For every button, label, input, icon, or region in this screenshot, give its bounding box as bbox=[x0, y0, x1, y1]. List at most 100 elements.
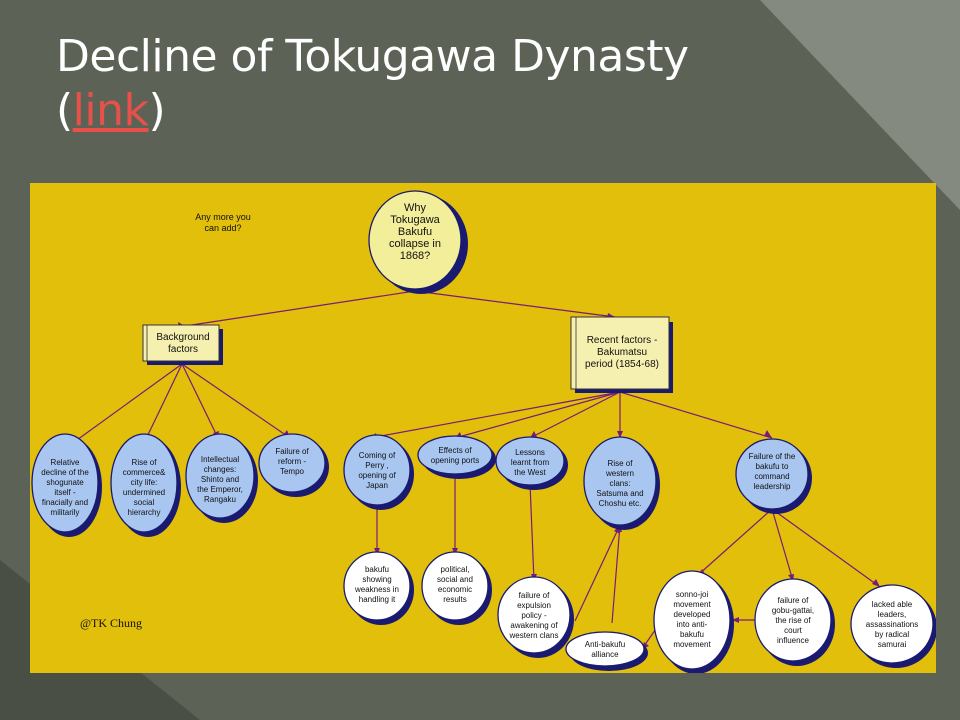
node-line: command bbox=[754, 472, 789, 481]
node-line: handling it bbox=[359, 595, 396, 604]
node-line: western clans bbox=[509, 631, 559, 640]
node-line: Failure of bbox=[275, 447, 309, 456]
title-link[interactable]: link bbox=[72, 85, 149, 136]
node-line: learnt from bbox=[511, 458, 550, 467]
edge-background-intellectual bbox=[181, 363, 219, 439]
edge-failure-leaders bbox=[771, 508, 881, 588]
box-line: factors bbox=[168, 344, 198, 355]
edge-background-relative bbox=[69, 363, 183, 446]
node-line: developed bbox=[674, 610, 711, 619]
title-line-1: Decline of Tokugawa Dynasty bbox=[56, 31, 689, 82]
corner-decoration bbox=[760, 0, 960, 210]
node-line: the West bbox=[514, 468, 546, 477]
edge-alliance-western bbox=[611, 524, 621, 624]
node-line: Shinto and bbox=[201, 475, 239, 484]
node-line: into anti- bbox=[677, 620, 708, 629]
box-line: Bakumatsu bbox=[597, 347, 647, 358]
node-line: city life: bbox=[131, 478, 158, 487]
node-line: Failure of the bbox=[749, 452, 796, 461]
node-line: weakness in bbox=[354, 585, 399, 594]
edge-recent-ports bbox=[454, 391, 621, 439]
edge-recent-perry bbox=[369, 391, 621, 439]
node-line: the Emperor, bbox=[197, 485, 243, 494]
node-line: Tempo bbox=[280, 467, 305, 476]
slide-title: Decline of Tokugawa Dynasty (link) bbox=[56, 30, 689, 138]
node-line: bakufu bbox=[680, 630, 704, 639]
arrowhead bbox=[617, 431, 623, 438]
node-line: opening of bbox=[358, 471, 396, 480]
node-line: hierarchy bbox=[128, 508, 161, 517]
edge-recent-failure bbox=[619, 391, 773, 439]
node-line: social and bbox=[437, 575, 473, 584]
node-line: Rangaku bbox=[204, 495, 236, 504]
node-line: reform - bbox=[278, 457, 306, 466]
box-line: period (1854-68) bbox=[585, 359, 659, 370]
node-line: clans: bbox=[610, 479, 631, 488]
node-line: results bbox=[443, 595, 467, 604]
root-line: Bakufu bbox=[398, 226, 432, 238]
node-line: decline of the bbox=[41, 468, 89, 477]
node-line: Effects of bbox=[438, 446, 472, 455]
node-line: economic bbox=[438, 585, 472, 594]
note-line: can add? bbox=[204, 223, 241, 233]
node-line: samurai bbox=[878, 640, 907, 649]
node-line: Intellectual bbox=[201, 455, 239, 464]
node-line: influence bbox=[777, 636, 810, 645]
node-line: court bbox=[784, 626, 803, 635]
node-line: Choshu etc. bbox=[599, 499, 642, 508]
node-line: commerce& bbox=[123, 468, 166, 477]
node-line: Relative bbox=[51, 458, 80, 467]
node-line: Satsuma and bbox=[596, 489, 643, 498]
node-line: policy - bbox=[521, 611, 547, 620]
node-line: movement bbox=[673, 640, 711, 649]
edge-root-recent bbox=[414, 290, 616, 318]
box-line: Recent factors - bbox=[587, 335, 658, 346]
connectors bbox=[69, 290, 881, 650]
node-line: lacked able bbox=[872, 600, 913, 609]
node-line: assassinations bbox=[866, 620, 918, 629]
node-line: itself - bbox=[54, 488, 76, 497]
node-line: Rise of bbox=[132, 458, 158, 467]
root-line: collapse in bbox=[389, 238, 441, 250]
node-line: sonno-joi bbox=[676, 590, 709, 599]
node-line: Japan bbox=[366, 481, 388, 490]
node-line: opening ports bbox=[431, 456, 479, 465]
title-paren-open: ( bbox=[56, 85, 73, 136]
edge-root-background bbox=[184, 290, 416, 327]
node-line: awakening of bbox=[510, 621, 558, 630]
root-line: 1868? bbox=[400, 250, 431, 262]
node-line: bakufu to bbox=[756, 462, 789, 471]
root-line: Why bbox=[404, 202, 427, 214]
